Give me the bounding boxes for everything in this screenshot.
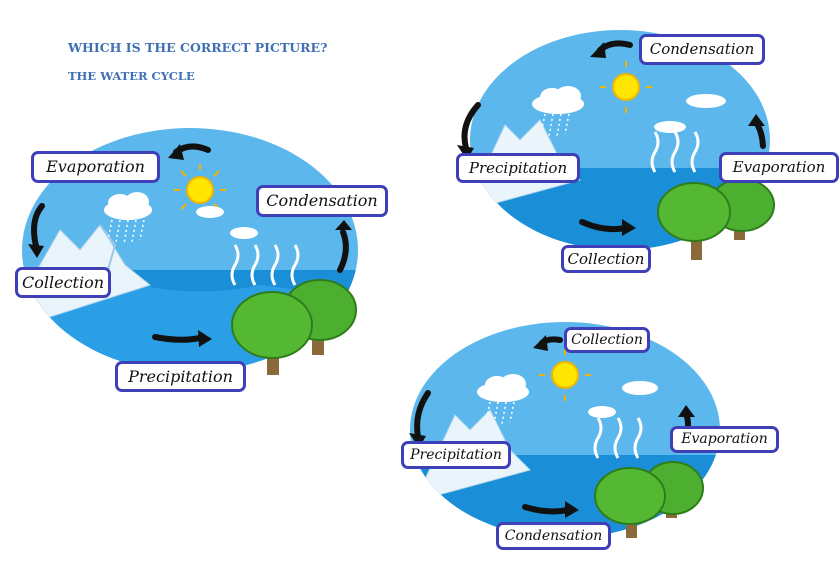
label-precipitation-3[interactable]: Precipitation [401,441,511,469]
page-question: WHICH IS THE CORRECT PICTURE? [68,40,328,55]
label-condensation[interactable]: Condensation [256,185,388,217]
label-precipitation-2[interactable]: Precipitation [456,153,580,183]
page-subtitle: THE WATER CYCLE [68,69,195,83]
trees-icon [231,279,357,375]
trees-icon-2 [657,178,775,260]
label-evaporation[interactable]: Evaporation [31,151,160,183]
label-collection[interactable]: Collection [15,267,111,298]
label-collection-2[interactable]: Collection [561,245,651,273]
sun-icon-3 [551,361,579,389]
label-condensation-3[interactable]: Condensation [496,522,611,550]
label-condensation-2[interactable]: Condensation [639,34,765,65]
sun-icon-2 [612,73,640,101]
label-evaporation-3[interactable]: Evaporation [670,426,779,453]
label-evaporation-2[interactable]: Evaporation [719,152,839,183]
label-precipitation[interactable]: Precipitation [115,361,246,392]
label-collection-3[interactable]: Collection [564,327,650,353]
sun-icon [186,176,214,204]
trees-icon-3 [594,461,704,538]
